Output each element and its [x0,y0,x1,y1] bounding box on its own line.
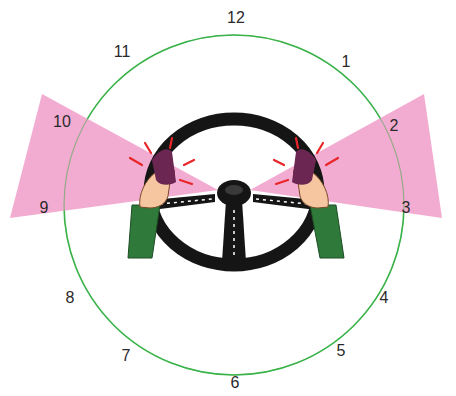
clock-circle-overlay [64,35,404,375]
clock-number: 3 [402,200,411,216]
clock-number: 5 [337,343,346,359]
left-wedge [10,94,218,218]
clock-number: 10 [53,114,71,130]
right-wedge [250,94,442,218]
clock-number: 6 [231,375,240,391]
right-hand [274,138,344,258]
clock-number: 2 [390,118,399,134]
steering-wheel [150,119,318,265]
left-hand [128,138,194,258]
clock-number: 12 [227,10,245,26]
clock-number: 4 [380,290,389,306]
clock-number: 1 [342,54,351,70]
clock-number: 11 [114,44,131,60]
clock-number: 7 [122,348,131,364]
clock-number: 8 [66,290,75,306]
clock-number: 9 [40,200,49,216]
